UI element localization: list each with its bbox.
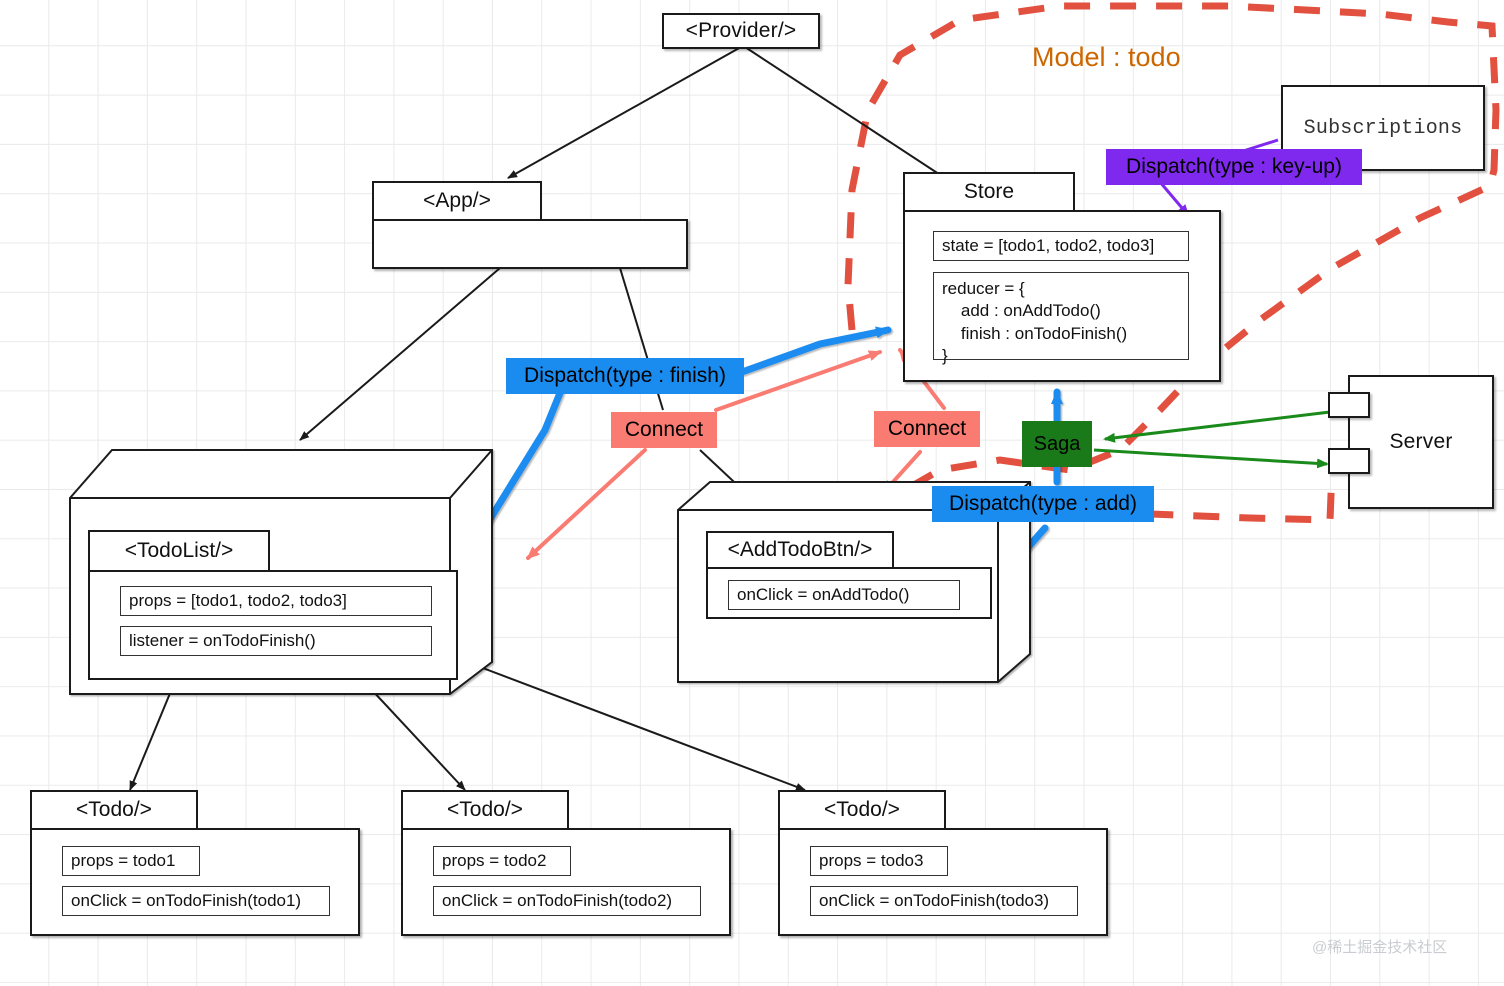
label-dispatch-keyup[interactable]: Dispatch(type : key-up) xyxy=(1106,149,1362,185)
watermark: @稀土掘金技术社区 xyxy=(1312,939,1448,956)
node-todo3-body: props = todo3 onClick = onTodoFinish(tod… xyxy=(778,828,1108,936)
model-title: Model : todo xyxy=(1032,42,1181,72)
node-store-body: state = [todo1, todo2, todo3] reducer = … xyxy=(903,210,1221,382)
label-saga[interactable]: Saga xyxy=(1022,421,1092,467)
node-provider[interactable]: <Provider/> xyxy=(662,13,820,49)
node-store-tab: Store xyxy=(903,172,1075,212)
node-app-title: <App/> xyxy=(423,189,491,212)
node-server-body: Server xyxy=(1348,375,1494,509)
label-connect-right[interactable]: Connect xyxy=(874,411,980,447)
label-dispatch-finish[interactable]: Dispatch(type : finish) xyxy=(506,358,744,394)
node-addtodobtn-title: <AddTodoBtn/> xyxy=(727,538,873,561)
todolist-listener-field: listener = onTodoFinish() xyxy=(120,626,432,656)
node-todo2-body: props = todo2 onClick = onTodoFinish(tod… xyxy=(401,828,731,936)
node-todo3-tab: <Todo/> xyxy=(778,790,946,830)
node-subscriptions-title: Subscriptions xyxy=(1303,116,1463,140)
node-server-title: Server xyxy=(1389,430,1453,453)
todo1-onclick-field: onClick = onTodoFinish(todo1) xyxy=(62,886,330,916)
server-arrows xyxy=(1093,410,1331,469)
node-todo3-title: <Todo/> xyxy=(824,798,900,821)
node-todo2-title: <Todo/> xyxy=(447,798,523,821)
node-provider-title: <Provider/> xyxy=(685,19,797,42)
label-connect-left[interactable]: Connect xyxy=(611,412,717,448)
todolist-props-field: props = [todo1, todo2, todo3] xyxy=(120,586,432,616)
node-addtodobtn[interactable]: <AddTodoBtn/> onClick = onAddTodo() xyxy=(672,478,1072,690)
todo1-props-field: props = todo1 xyxy=(62,846,200,876)
node-addtodobtn-body: onClick = onAddTodo() xyxy=(706,567,992,619)
node-app-tab: <App/> xyxy=(372,181,542,221)
todo2-props-field: props = todo2 xyxy=(433,846,571,876)
node-todolist-title: <TodoList/> xyxy=(124,539,234,562)
node-store-title: Store xyxy=(963,180,1015,203)
todo2-onclick-field: onClick = onTodoFinish(todo2) xyxy=(433,886,701,916)
store-state-field: state = [todo1, todo2, todo3] xyxy=(933,231,1189,261)
server-port-top xyxy=(1328,392,1370,418)
node-todolist[interactable]: <TodoList/> props = [todo1, todo2, todo3… xyxy=(62,440,532,700)
node-todo1-body: props = todo1 onClick = onTodoFinish(tod… xyxy=(30,828,360,936)
label-dispatch-add[interactable]: Dispatch(type : add) xyxy=(932,486,1154,522)
todo3-props-field: props = todo3 xyxy=(810,846,948,876)
node-app-body xyxy=(372,219,688,269)
store-reducer-field: reducer = { add : onAddTodo() finish : o… xyxy=(933,272,1189,365)
server-port-bottom xyxy=(1328,448,1370,474)
node-todo1-tab: <Todo/> xyxy=(30,790,198,830)
node-todo1-title: <Todo/> xyxy=(76,798,152,821)
addtodobtn-onclick-field: onClick = onAddTodo() xyxy=(728,580,960,610)
todo3-onclick-field: onClick = onTodoFinish(todo3) xyxy=(810,886,1078,916)
node-addtodobtn-tab: <AddTodoBtn/> xyxy=(706,531,894,569)
node-todolist-tab: <TodoList/> xyxy=(88,530,270,572)
node-todolist-body: props = [todo1, todo2, todo3] listener =… xyxy=(88,570,458,680)
node-todo2-tab: <Todo/> xyxy=(401,790,569,830)
